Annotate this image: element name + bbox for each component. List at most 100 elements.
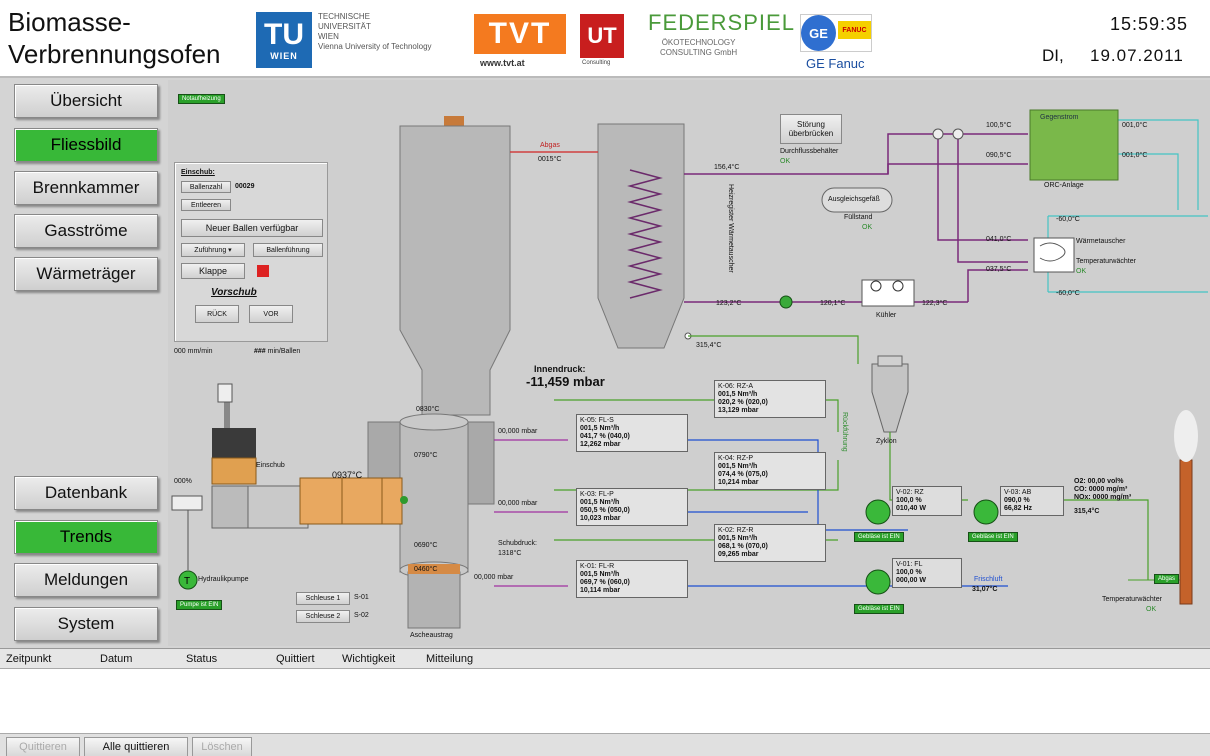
- hopper-bale: [211, 457, 257, 485]
- nav-system[interactable]: System: [14, 607, 158, 641]
- fuellstand-label: Füllstand: [844, 214, 873, 221]
- hx-temp-in: 123,2°C: [716, 300, 742, 307]
- chimney-smoke: [1174, 410, 1198, 462]
- stack-temp-watch-ok: OK: [1146, 606, 1157, 613]
- ut-logo: UT: [580, 14, 624, 58]
- schleuse2-button[interactable]: Schleuse 2: [296, 610, 350, 623]
- innendruck-label: Innendruck:: [534, 364, 586, 374]
- rueckfuehrung-label: Rückführung: [841, 412, 848, 452]
- feeder-ram: [211, 485, 249, 529]
- furnace-top-nozzle: [444, 116, 464, 126]
- col-datum[interactable]: Datum: [100, 653, 133, 665]
- bale-3: [381, 477, 403, 525]
- ge-fanuc-logo: GE FANUC: [800, 14, 872, 52]
- ack-all-button[interactable]: Alle quittieren: [84, 737, 188, 756]
- schubdruck-value: 1318°C: [498, 550, 522, 557]
- entleeren-button[interactable]: Entleeren: [181, 199, 231, 211]
- nav-meldungen[interactable]: Meldungen: [14, 563, 158, 597]
- tu-wien-text: TECHNISCHE UNIVERSITÄT WIEN Vienna Unive…: [318, 12, 432, 51]
- nav-fliessbild[interactable]: Fliessbild: [14, 128, 158, 162]
- frischluft-temp: 31,07°C: [972, 586, 998, 593]
- temp-bottom: 0460°C: [414, 566, 438, 573]
- col-status[interactable]: Status: [186, 653, 218, 665]
- heat-exchanger: [510, 123, 692, 349]
- feeder-unit: [211, 383, 408, 529]
- hopper-cylinder: [217, 383, 233, 403]
- cyclone-label: Zyklon: [876, 438, 897, 445]
- col-mitteilung[interactable]: Mitteilung: [426, 653, 474, 665]
- ge-fanuc-label: GE Fanuc: [806, 56, 865, 71]
- tu-wien-logo: TU WIEN: [256, 12, 312, 68]
- feeder-control-panel: Einschub: Ballenzahl 00029 Entleeren Neu…: [174, 162, 328, 342]
- cooler-unit: [861, 279, 915, 307]
- nox-readout: NOx: 0000 mg/m³: [1074, 494, 1132, 501]
- flue-gas-temp: 0015°C: [538, 156, 562, 163]
- chimney: [1179, 459, 1193, 605]
- federspiel-subtitle: ÖKOTECHNOLOGY CONSULTING GmbH: [660, 38, 738, 57]
- cool-temp-bottom: -60,0°C: [1056, 290, 1080, 297]
- bale-counter-button[interactable]: Ballenzahl: [181, 181, 231, 193]
- circulation-temp: 120,1°C: [820, 300, 846, 307]
- gas-to-stack: [1028, 499, 1149, 580]
- feed-percentage: 000%: [174, 478, 192, 485]
- ruck-button[interactable]: RÜCK: [195, 305, 239, 323]
- temp-lower: 0690°C: [414, 542, 438, 549]
- hydraulic-pump-label: Hydraulikpumpe: [198, 576, 249, 583]
- nav-waermetraeger[interactable]: Wärmeträger: [14, 257, 158, 291]
- vor-button[interactable]: VOR: [249, 305, 293, 323]
- delete-button[interactable]: Löschen: [192, 737, 252, 756]
- fan-v03: [973, 499, 999, 525]
- alarm-panel: Zeitpunkt Datum Status Quittiert Wichtig…: [0, 648, 1210, 756]
- alarm-toolbar: Quittieren Alle quittieren Löschen: [0, 733, 1210, 756]
- cyclone-top: [877, 355, 903, 367]
- gas-to-cyclone: [688, 335, 859, 364]
- ballenfuehrung-button[interactable]: Ballenführung: [253, 243, 323, 257]
- speed-value: 000 mm/min: [174, 348, 213, 355]
- nav-brennkammer[interactable]: Brennkammer: [14, 171, 158, 205]
- new-bale-button[interactable]: Neuer Ballen verfügbar: [181, 219, 323, 237]
- ack-button[interactable]: Quittieren: [6, 737, 80, 756]
- ash-discharge-label: Ascheaustrag: [410, 632, 453, 639]
- col-zeitpunkt[interactable]: Zeitpunkt: [6, 653, 52, 665]
- nav-datenbank[interactable]: Datenbank: [14, 476, 158, 510]
- schleuse1-button[interactable]: Schleuse 1: [296, 592, 350, 605]
- federspiel-logo: FEDERSPIEL: [648, 10, 795, 35]
- notaufheizung-tag[interactable]: Notaufheizung: [178, 94, 225, 104]
- hx-temp-out: 156,4°C: [714, 164, 740, 171]
- hx-temp-bottom: 315,4°C: [696, 342, 722, 349]
- flue-gas-lines: [554, 335, 1149, 580]
- orc-out-temp-2: 001,0°C: [1122, 152, 1148, 159]
- fan-v01: [865, 569, 891, 595]
- col-wichtigkeit[interactable]: Wichtigkeit: [342, 653, 396, 665]
- nav-trends[interactable]: Trends: [14, 520, 158, 554]
- einschub-small-label: Einschub: [256, 462, 285, 469]
- process-flow-svg: T: [171, 109, 1208, 629]
- oil-orc-bypass: [957, 134, 1028, 263]
- ash-heater: [408, 564, 460, 574]
- zufuhrung-dropdown[interactable]: Zuführung ▾: [181, 243, 245, 257]
- temp-chamber: 0790°C: [414, 452, 438, 459]
- hx-body: [597, 123, 685, 349]
- circulation-pump: [779, 295, 793, 309]
- cyclone: [871, 363, 909, 433]
- cool-line-2: [1118, 153, 1179, 210]
- klappe-button[interactable]: Klappe: [181, 263, 245, 279]
- abgas-tag: Abgas: [1154, 574, 1180, 584]
- frischluft-label: Frischluft: [974, 576, 1003, 583]
- co-readout: CO: 0000 mg/m³: [1074, 486, 1128, 493]
- nav-gasstroeme[interactable]: Gasströme: [14, 214, 158, 248]
- process-diagram: T Einschub: Ballenzahl 00029 Entleeren N…: [168, 80, 1210, 646]
- nav-uebersicht[interactable]: Übersicht: [14, 84, 158, 118]
- oil-hx2-line: [967, 269, 1028, 302]
- col-quittiert[interactable]: Quittiert: [276, 653, 315, 665]
